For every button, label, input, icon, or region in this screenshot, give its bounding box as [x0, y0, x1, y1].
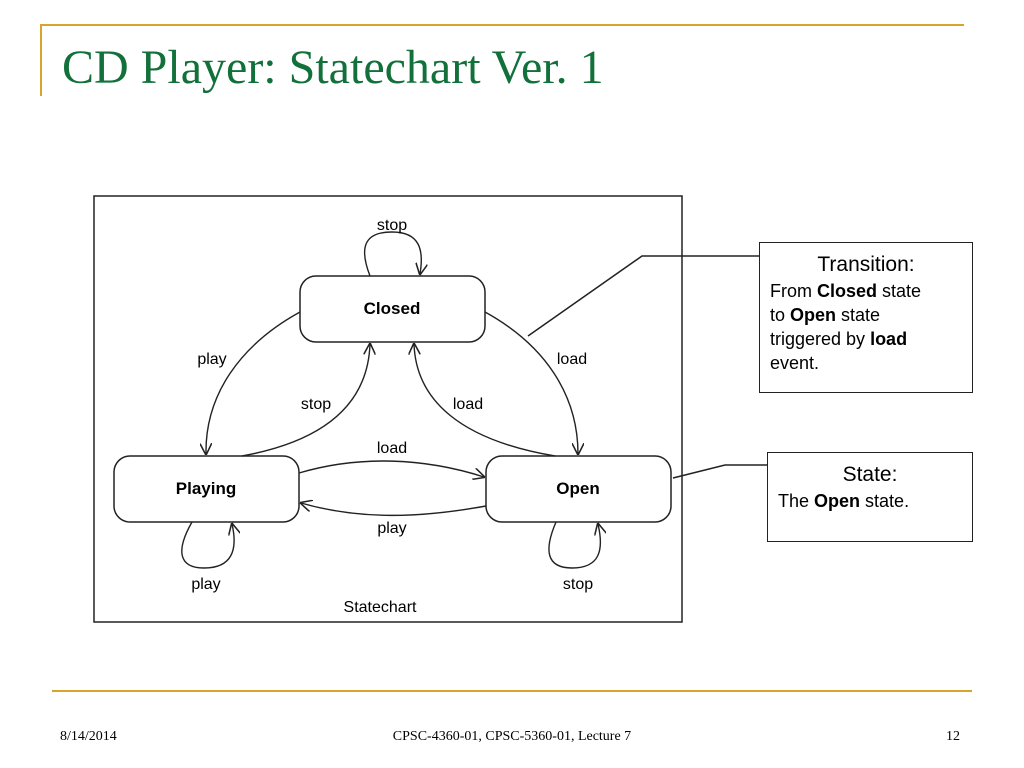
diagram-caption: Statechart: [344, 599, 417, 616]
transition-playing-to-open-load: [298, 460, 484, 477]
state-callout-leader: [672, 464, 767, 479]
label-closed-to-playing-play: play: [197, 351, 226, 368]
state-open-label: Open: [556, 479, 599, 498]
transition-callout-line-1: From Closed state: [770, 281, 922, 301]
state-closed: Closed: [299, 275, 486, 343]
label-closed-to-open-load: load: [557, 351, 587, 368]
state-closed-label: Closed: [364, 299, 421, 318]
state-playing: Playing: [113, 455, 300, 523]
slide-title: CD Player: Statechart Ver. 1: [62, 41, 604, 94]
label-playing-to-open-load: load: [377, 440, 407, 457]
transition-open-to-closed-load: [414, 344, 556, 457]
transition-open-self-stop: [548, 522, 600, 569]
state-callout: State: The Open state.: [767, 452, 973, 542]
transition-callout-leader: [527, 255, 759, 337]
transition-callout-line-4: event.: [770, 353, 820, 373]
transition-callout-line-3: triggered by load: [770, 329, 908, 349]
label-closed-self-stop: stop: [377, 217, 407, 234]
transition-callout: Transition: From Closed state to Open st…: [759, 242, 973, 393]
transition-callout-line-2: to Open state: [770, 305, 881, 325]
transition-closed-to-playing-play: [206, 311, 301, 454]
transition-playing-self-play: [181, 522, 234, 569]
state-open: Open: [485, 455, 672, 523]
state-playing-label: Playing: [176, 479, 236, 498]
transition-open-to-playing-play: [301, 503, 487, 517]
transition-playing-to-closed-stop: [241, 344, 370, 457]
label-open-to-playing-play: play: [377, 520, 406, 537]
footer-date: 8/14/2014: [60, 729, 117, 744]
diagram-frame: [93, 195, 683, 623]
label-open-self-stop: stop: [563, 576, 593, 593]
state-callout-line-1: The Open state.: [778, 491, 910, 511]
transition-closed-to-open-load: [484, 311, 578, 454]
label-playing-self-play: play: [191, 576, 220, 593]
footer-page-number: 12: [946, 729, 960, 744]
footer-course: CPSC-4360-01, CPSC-5360-01, Lecture 7: [392, 729, 632, 744]
state-callout-heading: State:: [842, 463, 898, 486]
title-frame-top-rule: [40, 24, 964, 26]
label-open-to-closed-load: load: [453, 396, 483, 413]
transition-closed-self-stop: [363, 231, 422, 277]
transition-callout-heading: Transition:: [817, 253, 915, 276]
label-playing-to-closed-stop: stop: [301, 396, 331, 413]
footer-rule: [52, 690, 972, 692]
title-frame-left-rule: [40, 24, 42, 96]
